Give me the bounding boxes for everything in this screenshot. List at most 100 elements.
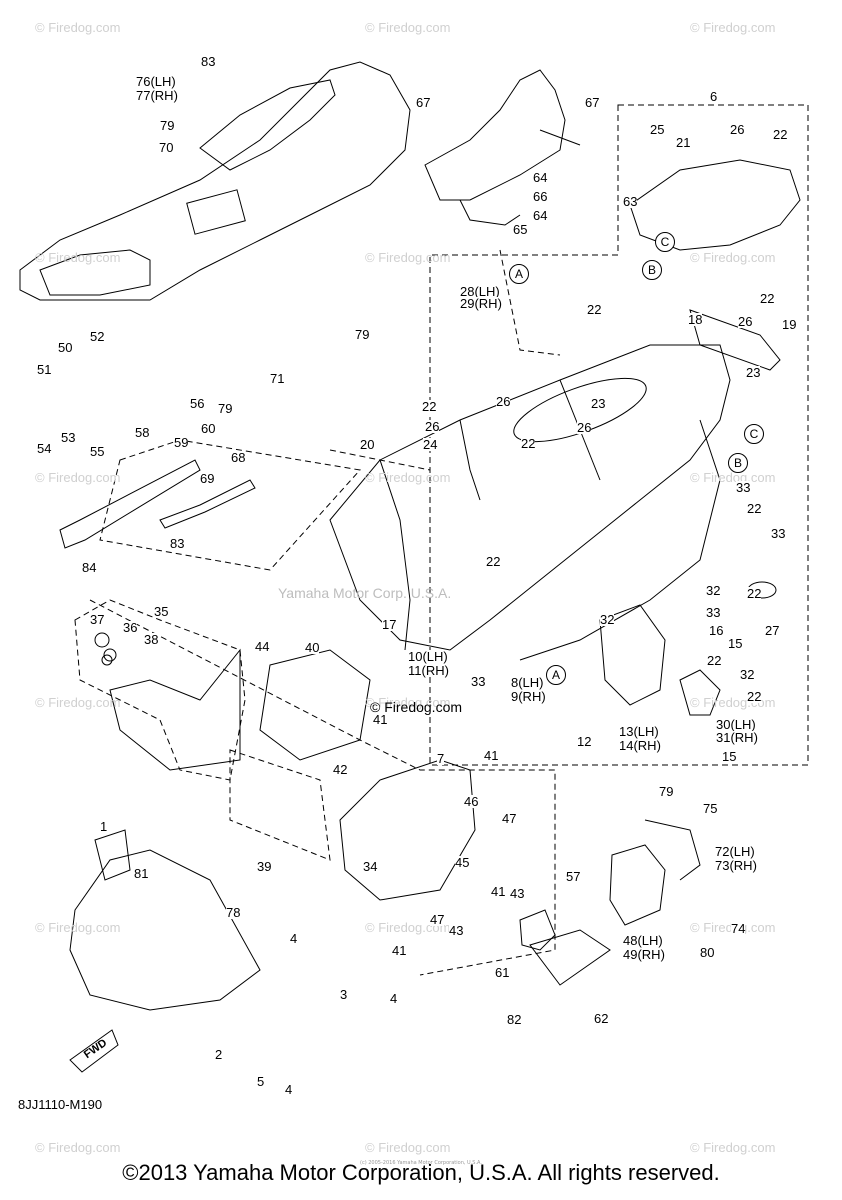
- center-watermark: © Firedog.com: [370, 699, 463, 715]
- callout-label: 38: [144, 632, 159, 647]
- callout-label: 66: [533, 189, 548, 204]
- callout-label: 14(RH): [619, 738, 661, 753]
- callout-label: 22: [422, 399, 437, 414]
- callout-label: 4: [285, 1082, 293, 1097]
- rear-flap-drawing: [424, 69, 581, 226]
- callout-label: 22: [707, 653, 722, 668]
- callout-label: 23: [591, 396, 606, 411]
- callout-label: 22: [747, 689, 762, 704]
- callout-label: 43: [510, 886, 525, 901]
- callout-label: 18: [688, 312, 703, 327]
- callout-label: 31(RH): [716, 730, 758, 745]
- callout-label: 80: [700, 945, 715, 960]
- callout-label: 37: [90, 612, 105, 627]
- callout-label: 33: [471, 674, 486, 689]
- callout-label: 74: [731, 921, 746, 936]
- fwd-arrow-shape: [69, 1029, 119, 1073]
- callout-label: 19: [782, 317, 797, 332]
- callout-label: 20: [360, 437, 375, 452]
- callout-label: 52: [90, 329, 105, 344]
- mid-watermark: Yamaha Motor Corp. U.S.A.: [278, 585, 452, 601]
- callout-label: 49(RH): [623, 947, 665, 962]
- callout-label: 22: [747, 586, 762, 601]
- callout-label: 46: [464, 794, 479, 809]
- callout-label: 32: [600, 612, 615, 627]
- callout-label: 79: [160, 118, 175, 133]
- callout-label: 45: [455, 855, 470, 870]
- callout-label: 40: [305, 640, 320, 655]
- bracket-61-82-drawing: [519, 909, 611, 986]
- rail-drawing: [59, 439, 361, 571]
- callout-label: 41: [373, 712, 388, 727]
- group-box-6: [429, 104, 809, 766]
- callout-label: 83: [170, 536, 185, 551]
- watermark-text: © Firedog.com: [365, 250, 451, 265]
- callout-label: 42: [333, 762, 348, 777]
- copyright-notice: ©2013 Yamaha Motor Corporation, U.S.A. A…: [122, 1160, 720, 1185]
- callout-label: 48(LH): [623, 933, 663, 948]
- callout-label: 4: [390, 991, 398, 1006]
- callout-label: 56: [190, 396, 205, 411]
- callout-label: 76(LH): [136, 74, 176, 89]
- callout-label: 43: [449, 923, 464, 938]
- watermark-text: © Firedog.com: [35, 695, 121, 710]
- callout-label: 79: [355, 327, 370, 342]
- callout-label: 8(LH): [511, 675, 544, 690]
- callout-label: 22: [521, 436, 536, 451]
- callout-label: 57: [566, 869, 581, 884]
- callout-label: 70: [159, 140, 174, 155]
- tiny-copyright: (c) 2005-2016 Yamaha Motor Corporation, …: [360, 1160, 482, 1166]
- callout-label: 23: [746, 365, 761, 380]
- callout-label: 30(LH): [716, 717, 756, 732]
- callout-label: 26: [577, 420, 592, 435]
- callout-label: 67: [585, 95, 600, 110]
- callout-label: 81: [134, 866, 149, 881]
- watermark-text: © Firedog.com: [690, 470, 776, 485]
- callout-label: 26: [496, 394, 511, 409]
- callout-label: 34: [363, 859, 378, 874]
- callout-label: 27: [765, 623, 780, 638]
- callout-label: 60: [201, 421, 216, 436]
- diagram-code: 8JJ1110-M190: [18, 1097, 103, 1112]
- watermark-text: © Firedog.com: [365, 20, 451, 35]
- callout-label: 22: [587, 302, 602, 317]
- callout-label: 29(RH): [460, 296, 502, 311]
- callout-label: 61: [495, 965, 510, 980]
- callout-label: 26: [738, 314, 753, 329]
- callout-label: 78: [226, 905, 241, 920]
- watermark-text: © Firedog.com: [35, 920, 121, 935]
- callout-label: 41: [392, 943, 407, 958]
- callout-label: 58: [135, 425, 150, 440]
- callout-label: 73(RH): [715, 858, 757, 873]
- callout-label: 22: [486, 554, 501, 569]
- callout-label: 64: [533, 170, 548, 185]
- callout-label: 41: [484, 748, 499, 763]
- callout-label: 25: [650, 122, 665, 137]
- callout-label: 33: [771, 526, 786, 541]
- callout-label: 2: [215, 1047, 223, 1062]
- callout-label: 72(LH): [715, 844, 755, 859]
- callout-label: 39: [257, 859, 272, 874]
- watermark-text: © Firedog.com: [690, 1140, 776, 1155]
- reference-marker: A: [546, 665, 566, 685]
- callout-label: 32: [706, 583, 721, 598]
- callout-label: 59: [174, 435, 189, 450]
- watermark-text: © Firedog.com: [365, 920, 451, 935]
- callout-label: 68: [231, 450, 246, 465]
- callout-label: 50: [58, 340, 73, 355]
- callout-label: 62: [594, 1011, 609, 1026]
- watermark-text: © Firedog.com: [35, 470, 121, 485]
- callout-label: 47: [502, 811, 517, 826]
- callout-label: 55: [90, 444, 105, 459]
- reference-marker: C: [655, 232, 675, 252]
- callout-label: 17: [382, 617, 397, 632]
- callout-label: 69: [200, 471, 215, 486]
- callout-label: 6: [710, 89, 718, 104]
- callout-label: 22: [760, 291, 775, 306]
- callout-label: 13(LH): [619, 724, 659, 739]
- watermark-text: © Firedog.com: [690, 250, 776, 265]
- callout-label: 75: [703, 801, 718, 816]
- callout-label: 15: [728, 636, 743, 651]
- callout-label: 83: [201, 54, 216, 69]
- callout-label: 3: [340, 987, 348, 1002]
